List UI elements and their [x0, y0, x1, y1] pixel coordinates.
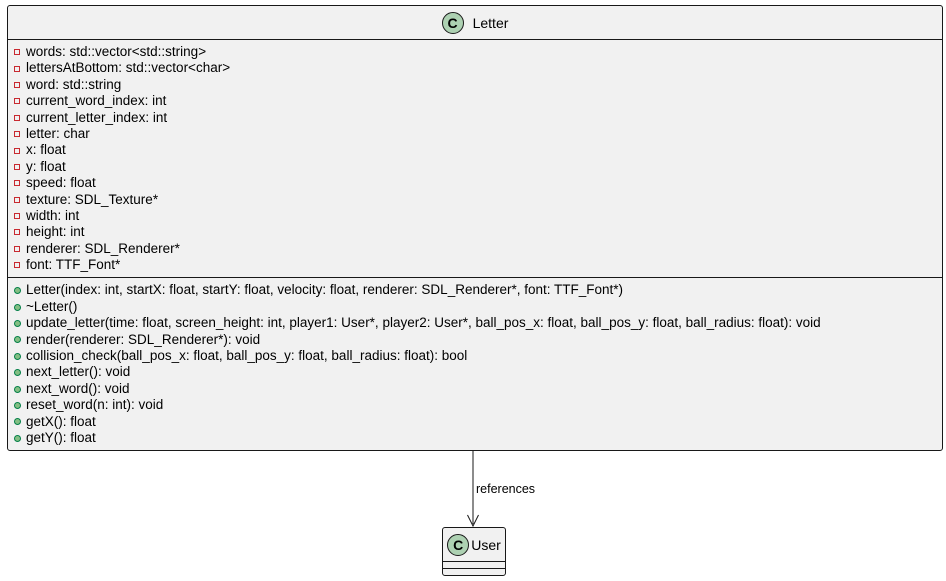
method-text: render(renderer: SDL_Renderer*): void [26, 331, 261, 347]
user-class-box[interactable]: C User [442, 527, 506, 576]
field-row: x: float [14, 142, 942, 158]
letter-class-box[interactable]: C Letter words: std::vector<std::string>… [7, 5, 943, 451]
public-visibility-icon [14, 319, 21, 327]
method-row: getY(): float [14, 430, 942, 446]
public-visibility-icon [14, 385, 21, 393]
private-visibility-icon [14, 131, 20, 138]
method-text: next_word(): void [26, 380, 130, 396]
field-row: letter: char [14, 126, 942, 142]
field-row: y: float [14, 159, 942, 175]
letter-class-name: Letter [472, 14, 509, 31]
method-text: next_letter(): void [26, 364, 131, 380]
field-row: width: int [14, 208, 942, 224]
public-visibility-icon [14, 287, 21, 295]
letter-methods-compartment: Letter(index: int, startX: float, startY… [8, 278, 942, 450]
relation-arrowhead [467, 514, 479, 528]
field-text: font: TTF_Font* [26, 257, 121, 273]
private-visibility-icon [14, 49, 20, 56]
public-visibility-icon [14, 336, 21, 344]
public-visibility-icon [14, 434, 21, 442]
private-visibility-icon [14, 262, 20, 269]
private-visibility-icon [14, 65, 20, 72]
method-row: reset_word(n: int): void [14, 397, 942, 413]
field-row: height: int [14, 224, 942, 240]
private-visibility-icon [14, 163, 20, 170]
method-text: getY(): float [26, 429, 96, 445]
method-row: next_word(): void [14, 381, 942, 397]
public-visibility-icon [14, 303, 21, 311]
public-visibility-icon [14, 418, 21, 426]
field-text: current_word_index: int [26, 93, 167, 109]
field-text: texture: SDL_Texture* [26, 191, 159, 207]
field-text: height: int [26, 224, 85, 240]
method-text: getX(): float [26, 413, 96, 429]
user-class-name: User [471, 536, 501, 553]
field-text: y: float [26, 158, 66, 174]
field-row: font: TTF_Font* [14, 257, 942, 273]
method-text: reset_word(n: int): void [26, 397, 164, 413]
field-text: lettersAtBottom: std::vector<char> [26, 60, 231, 76]
private-visibility-icon [14, 180, 20, 187]
letter-class-header: C Letter [8, 6, 942, 40]
field-text: width: int [26, 207, 80, 223]
private-visibility-icon [14, 213, 20, 220]
private-visibility-icon [14, 114, 20, 121]
method-row: render(renderer: SDL_Renderer*): void [14, 332, 942, 348]
private-visibility-icon [14, 81, 20, 88]
field-text: words: std::vector<std::string> [26, 44, 207, 59]
field-row: current_letter_index: int [14, 110, 942, 126]
private-visibility-icon [14, 196, 20, 203]
field-text: word: std::string [26, 76, 122, 92]
field-row: lettersAtBottom: std::vector<char> [14, 60, 942, 76]
method-row: collision_check(ball_pos_x: float, ball_… [14, 348, 942, 364]
field-text: current_letter_index: int [26, 109, 168, 125]
class-c-icon: C [441, 11, 464, 34]
method-row: next_letter(): void [14, 364, 942, 380]
method-row: Letter(index: int, startX: float, startY… [14, 282, 942, 298]
method-row: ~Letter() [14, 299, 942, 315]
user-class-header: C User [443, 528, 505, 562]
method-text: update_letter(time: float, screen_height… [26, 315, 821, 331]
field-row: renderer: SDL_Renderer* [14, 241, 942, 257]
class-c-icon: C [447, 533, 470, 556]
method-row: update_letter(time: float, screen_height… [14, 315, 942, 331]
field-text: x: float [26, 142, 66, 158]
method-row: getX(): float [14, 414, 942, 430]
field-row: current_word_index: int [14, 93, 942, 109]
private-visibility-icon [14, 245, 20, 252]
user-fields-compartment [443, 562, 505, 569]
field-text: renderer: SDL_Renderer* [26, 240, 180, 256]
field-row: word: std::string [14, 77, 942, 93]
field-row: words: std::vector<std::string> [14, 44, 942, 60]
field-text: letter: char [26, 125, 90, 141]
private-visibility-icon [14, 229, 20, 236]
method-text: Letter(index: int, startX: float, startY… [26, 282, 624, 298]
method-text: collision_check(ball_pos_x: float, ball_… [26, 348, 468, 364]
method-text: ~Letter() [26, 298, 78, 314]
public-visibility-icon [14, 369, 21, 377]
private-visibility-icon [14, 98, 20, 105]
public-visibility-icon [14, 352, 21, 360]
field-row: speed: float [14, 175, 942, 191]
private-visibility-icon [14, 147, 20, 154]
field-row: texture: SDL_Texture* [14, 192, 942, 208]
field-text: speed: float [26, 175, 96, 191]
public-visibility-icon [14, 401, 21, 409]
letter-fields-compartment: words: std::vector<std::string>lettersAt… [8, 40, 942, 279]
relation-label: references [476, 482, 536, 496]
